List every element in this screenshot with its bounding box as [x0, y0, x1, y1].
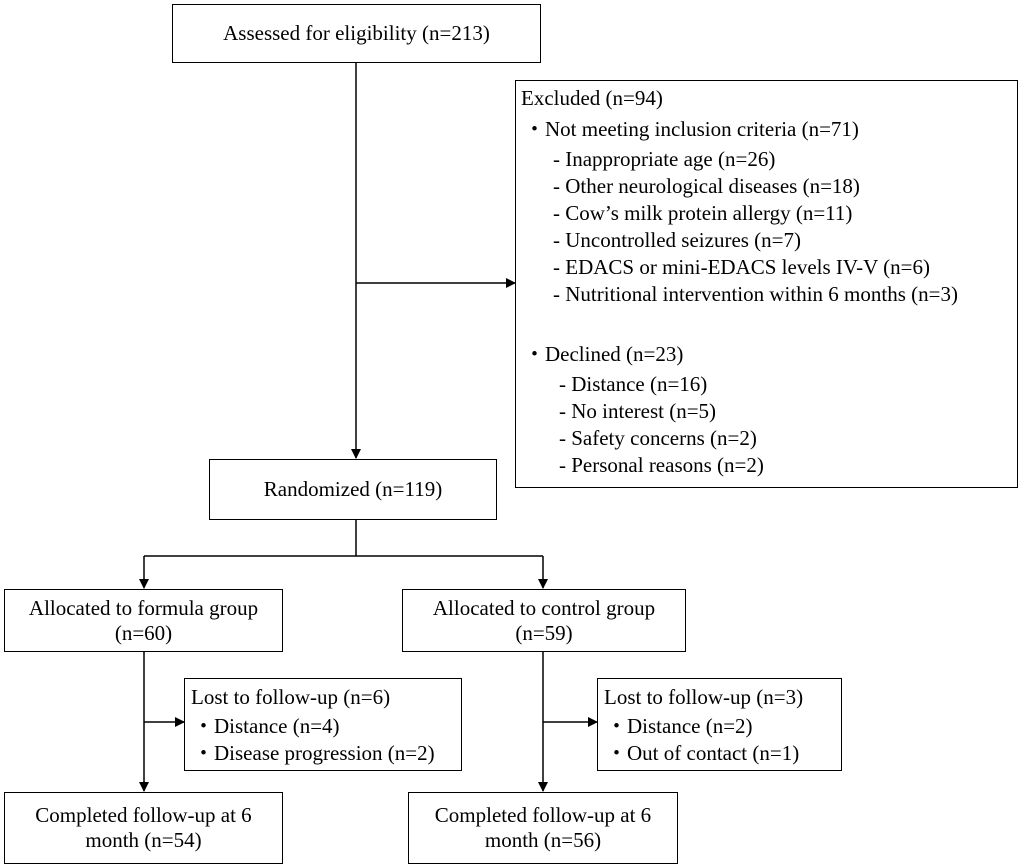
lost-formula-item: ・Disease progression (n=2) — [193, 741, 435, 765]
declined-item: - Personal reasons (n=2) — [559, 453, 764, 477]
not-meeting-item: - Inappropriate age (n=26) — [553, 147, 776, 171]
lost-formula-item: ・Distance (n=4) — [193, 714, 340, 738]
formula-group-line2: (n=60) — [114, 620, 173, 645]
not-meeting-item: - EDACS or mini-EDACS levels IV-V (n=6) — [553, 255, 930, 279]
completed-formula-line1: Completed follow-up at 6 — [35, 803, 252, 827]
excluded-title: Excluded (n=94) — [521, 86, 663, 110]
declined-label: ・Declined (n=23) — [524, 342, 684, 366]
randomized-box: Randomized (n=119) — [209, 459, 497, 520]
not-meeting-item: - Cow’s milk protein allergy (n=11) — [553, 201, 853, 225]
lost-control-box: Lost to follow-up (n=3) ・Distance (n=2) … — [597, 678, 842, 771]
formula-group-line1: Allocated to formula group — [28, 595, 259, 620]
declined-item: - No interest (n=5) — [559, 399, 717, 423]
formula-group-box: Allocated to formula group (n=60) — [4, 589, 283, 652]
lost-control-item: ・Out of contact (n=1) — [606, 741, 800, 765]
not-meeting-item: - Uncontrolled seizures (n=7) — [553, 228, 802, 252]
completed-control-line2: month (n=56) — [484, 828, 602, 852]
assessed-box: Assessed for eligibility (n=213) — [172, 4, 541, 63]
lost-control-item: ・Distance (n=2) — [606, 714, 753, 738]
excluded-box: Excluded (n=94) ・Not meeting inclusion c… — [515, 80, 1018, 488]
lost-formula-title: Lost to follow-up (n=6) — [191, 685, 391, 709]
not-meeting-item: - Nutritional intervention within 6 mont… — [553, 282, 958, 306]
assessed-label: Assessed for eligibility (n=213) — [223, 21, 490, 45]
completed-control-line1: Completed follow-up at 6 — [434, 803, 652, 827]
completed-control-box: Completed follow-up at 6 month (n=56) — [408, 792, 678, 864]
control-group-line1: Allocated to control group — [432, 595, 656, 620]
declined-item: - Safety concerns (n=2) — [559, 426, 757, 450]
declined-item: - Distance (n=16) — [559, 372, 708, 396]
completed-formula-box: Completed follow-up at 6 month (n=54) — [4, 792, 283, 864]
not-meeting-criteria-label: ・Not meeting inclusion criteria (n=71) — [524, 117, 859, 141]
completed-formula-line2: month (n=54) — [85, 828, 202, 852]
control-group-box: Allocated to control group (n=59) — [402, 589, 686, 652]
randomized-label: Randomized (n=119) — [263, 477, 443, 501]
lost-formula-box: Lost to follow-up (n=6) ・Distance (n=4) … — [184, 678, 462, 771]
not-meeting-item: - Other neurological diseases (n=18) — [553, 174, 860, 198]
lost-control-title: Lost to follow-up (n=3) — [604, 685, 804, 709]
control-group-line2: (n=59) — [515, 620, 573, 645]
